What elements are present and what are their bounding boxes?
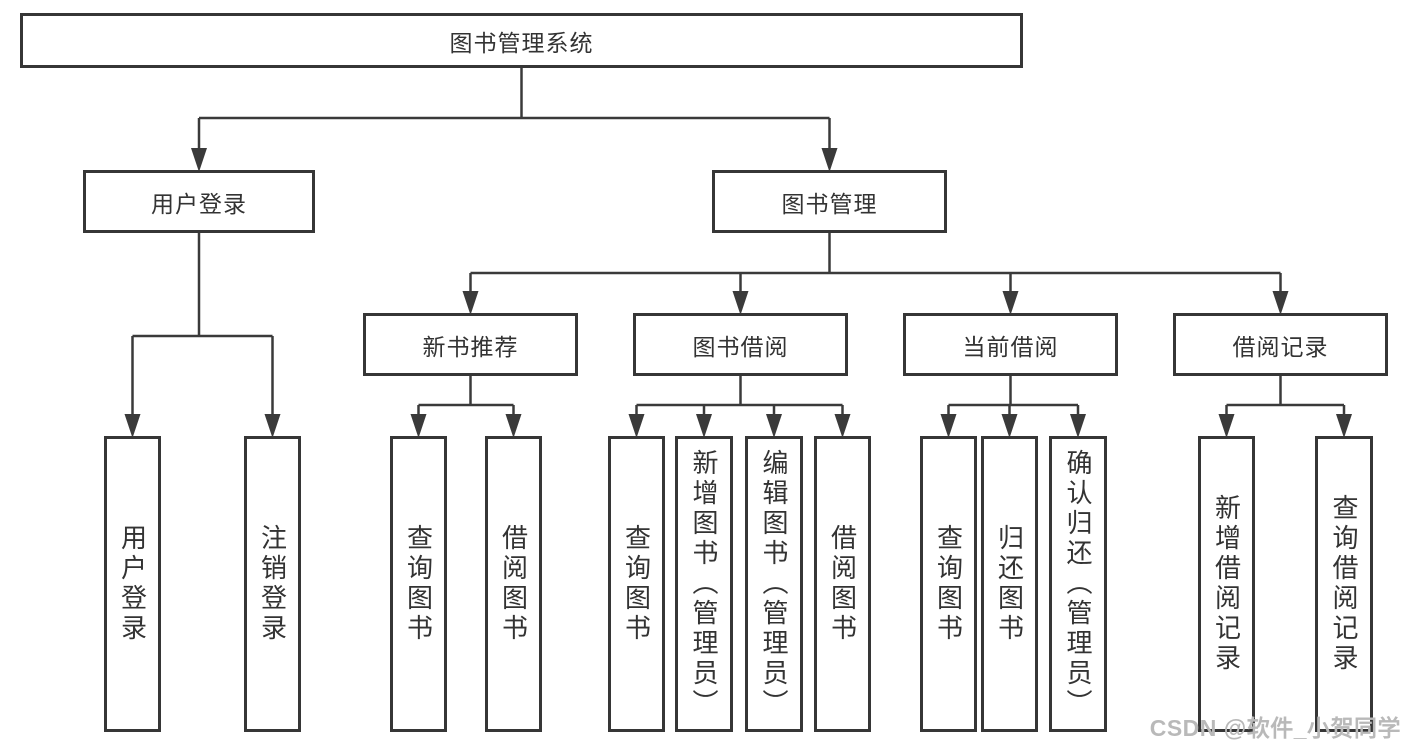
arrowhead-icon <box>124 414 141 438</box>
node-rec-query: 查询借阅记录 <box>1315 436 1373 732</box>
arrowhead-icon <box>264 414 281 438</box>
node-bw-query: 查询图书 <box>608 436 665 732</box>
node-bw-add: 新增图书（管理员） <box>675 436 733 732</box>
arrowhead-icon <box>628 414 645 438</box>
arrowhead-icon <box>696 414 712 438</box>
watermark: CSDN @软件_小贺同学 <box>1149 715 1401 741</box>
node-cur-return: 归还图书 <box>981 436 1038 732</box>
arrowhead-icon <box>1272 291 1289 315</box>
node-nb-query: 查询图书 <box>390 436 447 732</box>
node-cur-borrow: 当前借阅 <box>903 313 1118 376</box>
arrowhead-icon <box>732 291 749 315</box>
arrowhead-icon <box>410 414 427 438</box>
node-nb-borrow: 借阅图书 <box>485 436 542 732</box>
arrowhead-icon <box>766 414 782 438</box>
arrowhead-icon <box>940 414 957 438</box>
node-leaf-login: 用户登录 <box>104 436 161 732</box>
arrowhead-icon <box>1001 414 1018 438</box>
arrowhead-icon <box>1002 291 1019 315</box>
node-new-book: 新书推荐 <box>363 313 578 376</box>
arrowhead-icon <box>191 148 207 172</box>
arrowhead-icon <box>462 291 479 315</box>
node-borrow-rec: 借阅记录 <box>1173 313 1388 376</box>
arrowhead-icon <box>1070 414 1086 438</box>
node-book-mgmt: 图书管理 <box>712 170 947 233</box>
node-user-login: 用户登录 <box>83 170 315 233</box>
arrowhead-icon <box>1218 414 1235 438</box>
node-cur-query: 查询图书 <box>920 436 977 732</box>
node-system: 图书管理系统 <box>20 13 1023 68</box>
arrowhead-icon <box>834 414 851 438</box>
node-bw-edit: 编辑图书（管理员） <box>745 436 803 732</box>
arrowhead-icon <box>1336 414 1352 438</box>
arrowhead-icon <box>505 414 522 438</box>
node-cur-confirm: 确认归还（管理员） <box>1049 436 1107 732</box>
node-rec-add: 新增借阅记录 <box>1198 436 1255 732</box>
node-bw-borrow: 借阅图书 <box>814 436 871 732</box>
arrowhead-icon <box>821 148 838 172</box>
node-leaf-logout: 注销登录 <box>244 436 301 732</box>
node-book-borrow: 图书借阅 <box>633 313 848 376</box>
